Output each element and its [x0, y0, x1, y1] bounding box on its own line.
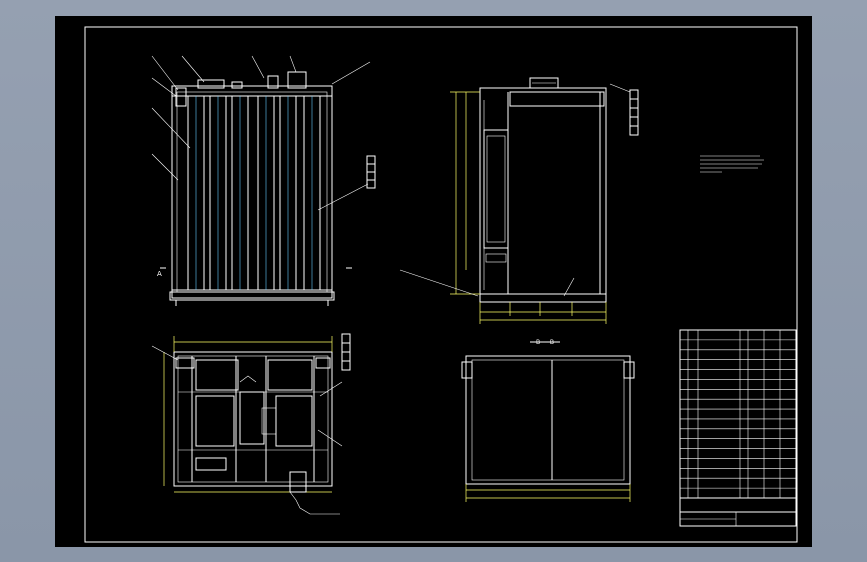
title-block-outline: [679, 329, 797, 527]
section-a-label: A: [157, 270, 162, 278]
front-view: A: [151, 55, 376, 306]
plan-view: [151, 333, 351, 515]
front-view-outline: [171, 85, 333, 299]
side-view: [399, 77, 639, 324]
section-b-outline: [465, 355, 631, 485]
section-b-view: B — B: [461, 339, 635, 502]
technical-notes: [700, 155, 764, 173]
plan-view-outline: [173, 351, 333, 487]
inner-border: [84, 26, 798, 543]
title-block: [679, 329, 797, 527]
sheet-background: [55, 16, 812, 547]
